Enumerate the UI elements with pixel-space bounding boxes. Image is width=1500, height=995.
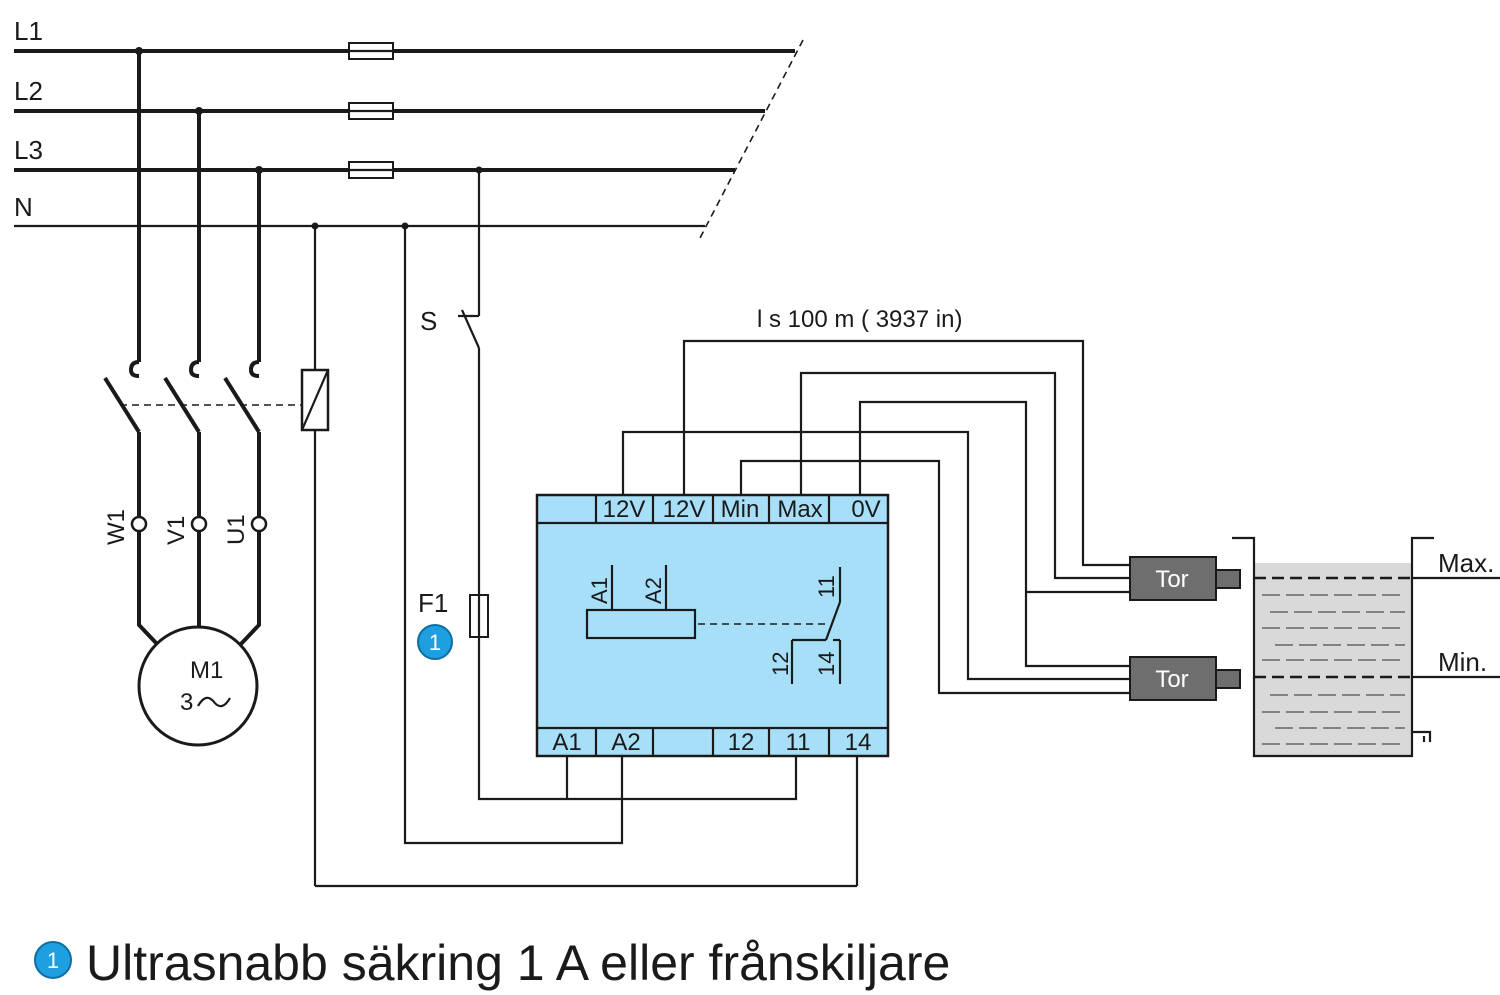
tank: Max. Min. [1232,536,1500,758]
top-terminal-12v-b: 12V [663,496,706,523]
label-l3: L3 [14,135,43,165]
control-supply: S F1 1 [417,166,798,801]
legend-marker-number: 1 [47,948,59,973]
top-terminal-max: Max [777,496,822,523]
sensor-lower [1129,656,1217,701]
terminal-u1 [250,515,268,533]
switch-s [460,309,481,349]
contact-label-11: 11 [814,575,839,598]
relay-coil [585,608,697,640]
terminal-v1 [190,515,208,533]
motor-symbol [137,625,259,747]
sensor-cabling: l s 100 m ( 3937 in) [621,306,1130,695]
motor-name: M1 [190,657,223,684]
terminal-w1 [130,515,148,533]
motor-phases: 3 [180,689,193,716]
label-w1: W1 [103,509,130,545]
sensor-upper-label: Tor [1155,566,1188,593]
label-l2: L2 [14,76,43,106]
label-l1: L1 [14,16,43,46]
tank-walls [1232,536,1434,758]
label-switch: S [420,306,437,336]
bottom-terminal-12: 12 [728,729,755,756]
coil-label-a1: A1 [587,577,612,604]
legend-marker [34,941,72,979]
level-relay: 12V 12V Min Max 0V A1 A2 12 11 14 A1 A2 … [535,493,890,758]
contact-label-12: 12 [768,652,793,676]
contactor-coil [300,222,859,888]
bottom-terminal-11: 11 [786,729,811,756]
legend-text: Ultrasnabb säkring 1 A eller frånskiljar… [86,935,950,991]
top-terminal-12v-a: 12V [603,496,646,523]
label-fuse: F1 [418,588,448,618]
tank-level-max: Max. [1438,548,1494,578]
bottom-terminal-a2: A2 [611,729,640,756]
tank-level-min: Min. [1438,647,1487,677]
fuse-callout-number: 1 [429,630,441,655]
ac-wave-icon [197,696,231,708]
break-mark [699,39,804,239]
contact-label-14: 14 [814,652,839,676]
legend: 1 Ultrasnabb säkring 1 A eller frånskilj… [34,935,950,991]
label-v1: V1 [163,516,190,545]
relay-contact [824,601,842,641]
supply-lines: L1 L2 L3 N [14,16,804,239]
coil-label-a2: A2 [641,577,666,604]
fuse-callout [417,624,453,660]
bottom-terminal-a1: A1 [552,729,581,756]
bottom-terminal-14: 14 [845,729,872,756]
motor-branch: W1 V1 U1 M1 3 [103,47,302,747]
sensors: Tor Tor [1129,556,1241,701]
top-terminal-min: Min [721,496,760,523]
cable-length-note: l s 100 m ( 3937 in) [757,306,962,333]
label-n: N [14,192,33,222]
top-terminal-0v: 0V [851,496,880,523]
sensor-lower-label: Tor [1155,666,1188,693]
relay-body [535,493,890,758]
label-u1: U1 [223,514,250,545]
